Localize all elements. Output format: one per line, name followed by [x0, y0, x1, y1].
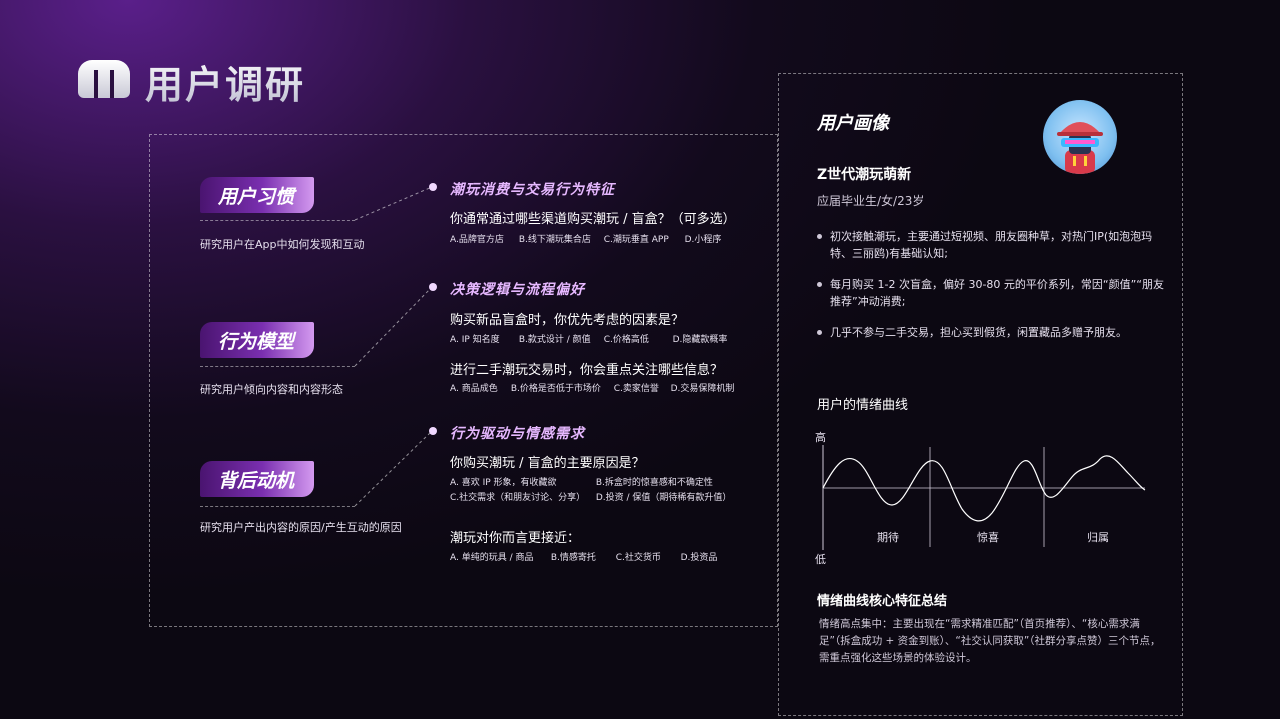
bullet-dot-icon	[817, 234, 822, 239]
option: A. 喜欢 IP 形象，有收藏欲	[450, 478, 557, 488]
category-badge-behavior: 行为模型	[200, 322, 314, 358]
option: D.交易保障机制	[670, 384, 735, 394]
curve-high-label: 高	[815, 431, 826, 444]
category-badge-motivation: 背后动机	[200, 461, 314, 497]
category-desc: 研究用户产出内容的原因/产生互动的原因	[200, 521, 402, 534]
option: B.情感寄托	[550, 553, 596, 563]
persona-subtitle: 应届毕业生/女/23岁	[817, 194, 925, 208]
options-row: A. IP 知名度 B.款式设计 / 颜值 C.价格高低 D.隐藏款概率	[450, 332, 727, 345]
persona-title: 用户画像	[817, 113, 889, 134]
options-row: A. 商品成色 B.价格是否低于市场价 C.卖家信誉 D.交易保障机制	[450, 381, 734, 394]
bullet-dot-icon	[817, 282, 822, 287]
persona-frame	[778, 73, 1183, 716]
persona-bullet: 每月购买 1-2 次盲盒，偏好 30-80 元的平价系列，常因“颜值”“朋友推荐…	[817, 276, 1167, 310]
persona-bullet: 初次接触潮玩，主要通过短视频、朋友圈种草，对热门IP(如泡泡玛特、三丽鸥)有基础…	[817, 228, 1167, 262]
emotion-curve-line	[822, 455, 1146, 522]
persona-bullet: 几乎不参与二手交易，担心买到假货，闲置藏品多赠予朋友。	[817, 324, 1167, 341]
option: C.卖家信誉	[613, 384, 659, 394]
phase-label: 惊喜	[977, 531, 999, 544]
title-logo-icon	[78, 60, 130, 98]
category-desc: 研究用户倾向内容和内容形态	[200, 383, 343, 396]
option: B.款式设计 / 颜值	[518, 335, 591, 345]
option: B.线下潮玩集合店	[518, 235, 591, 245]
option: D.小程序	[684, 235, 722, 245]
avatar-icon	[1043, 100, 1117, 174]
emotion-curve-chart	[822, 445, 1146, 550]
option: B.价格是否低于市场价	[510, 384, 601, 394]
research-frame	[149, 134, 778, 627]
summary-text: 情绪高点集中：主要出现在“需求精准匹配”（首页推荐）、“核心需求满足”（拆盒成功…	[819, 618, 1161, 664]
category-underline	[200, 366, 355, 367]
question: 进行二手潮玩交易时，你会重点关注哪些信息？	[450, 363, 724, 378]
emotion-curve-title: 用户的情绪曲线	[817, 398, 909, 413]
persona-name: Z世代潮玩萌新	[817, 167, 912, 183]
option: A. 商品成色	[450, 384, 498, 394]
options-row: A.品牌官方店 B.线下潮玩集合店 C.潮玩垂直 APP D.小程序	[450, 232, 721, 245]
curve-low-label: 低	[815, 553, 826, 566]
options-row: C.社交需求（和朋友讨论、分享） D.投资 / 保值（期待稀有款升值）	[450, 490, 731, 503]
phase-label: 期待	[877, 531, 899, 544]
category-desc: 研究用户在App中如何发现和互动	[200, 238, 365, 251]
summary-title: 情绪曲线核心特征总结	[817, 594, 948, 609]
section-heading: 行为驱动与情感需求	[450, 426, 585, 442]
phase-label: 归属	[1087, 531, 1109, 544]
option: D.隐藏款概率	[672, 335, 728, 345]
option: A. IP 知名度	[450, 335, 500, 345]
option: A. 单纯的玩具 / 商品	[450, 553, 534, 563]
options-row: A. 单纯的玩具 / 商品 B.情感寄托 C.社交货币 D.投资品	[450, 550, 717, 563]
bullet-dot-icon	[817, 330, 822, 335]
option: B.拆盒时的惊喜感和不确定性	[595, 478, 713, 488]
question: 你购买潮玩 / 盲盒的主要原因是？	[450, 456, 645, 471]
page-title: 用户调研	[145, 54, 305, 109]
option: C.社交需求（和朋友讨论、分享）	[450, 493, 586, 503]
category-badge-habits: 用户习惯	[200, 177, 314, 213]
option: C.潮玩垂直 APP	[603, 235, 669, 245]
option: C.价格高低	[603, 335, 649, 345]
option: D.投资 / 保值（期待稀有款升值）	[595, 493, 732, 503]
question: 购买新品盲盒时，你优先考虑的因素是？	[450, 313, 685, 328]
bullet-text: 每月购买 1-2 次盲盒，偏好 30-80 元的平价系列，常因“颜值”“朋友推荐…	[830, 278, 1165, 308]
category-underline	[200, 220, 355, 221]
option: D.投资品	[680, 553, 718, 563]
bullet-text: 几乎不参与二手交易，担心买到假货，闲置藏品多赠予朋友。	[830, 326, 1127, 339]
section-heading: 决策逻辑与流程偏好	[450, 282, 585, 298]
options-row: A. 喜欢 IP 形象，有收藏欲 B.拆盒时的惊喜感和不确定性	[450, 475, 713, 488]
question: 潮玩对你而言更接近：	[450, 531, 581, 546]
section-heading: 潮玩消费与交易行为特征	[450, 182, 615, 198]
category-underline	[200, 506, 355, 507]
bullet-text: 初次接触潮玩，主要通过短视频、朋友圈种草，对热门IP(如泡泡玛特、三丽鸥)有基础…	[830, 230, 1153, 260]
question: 你通常通过哪些渠道购买潮玩 / 盲盒？（可多选）	[450, 212, 736, 227]
option: C.社交货币	[615, 553, 661, 563]
option: A.品牌官方店	[450, 235, 504, 245]
